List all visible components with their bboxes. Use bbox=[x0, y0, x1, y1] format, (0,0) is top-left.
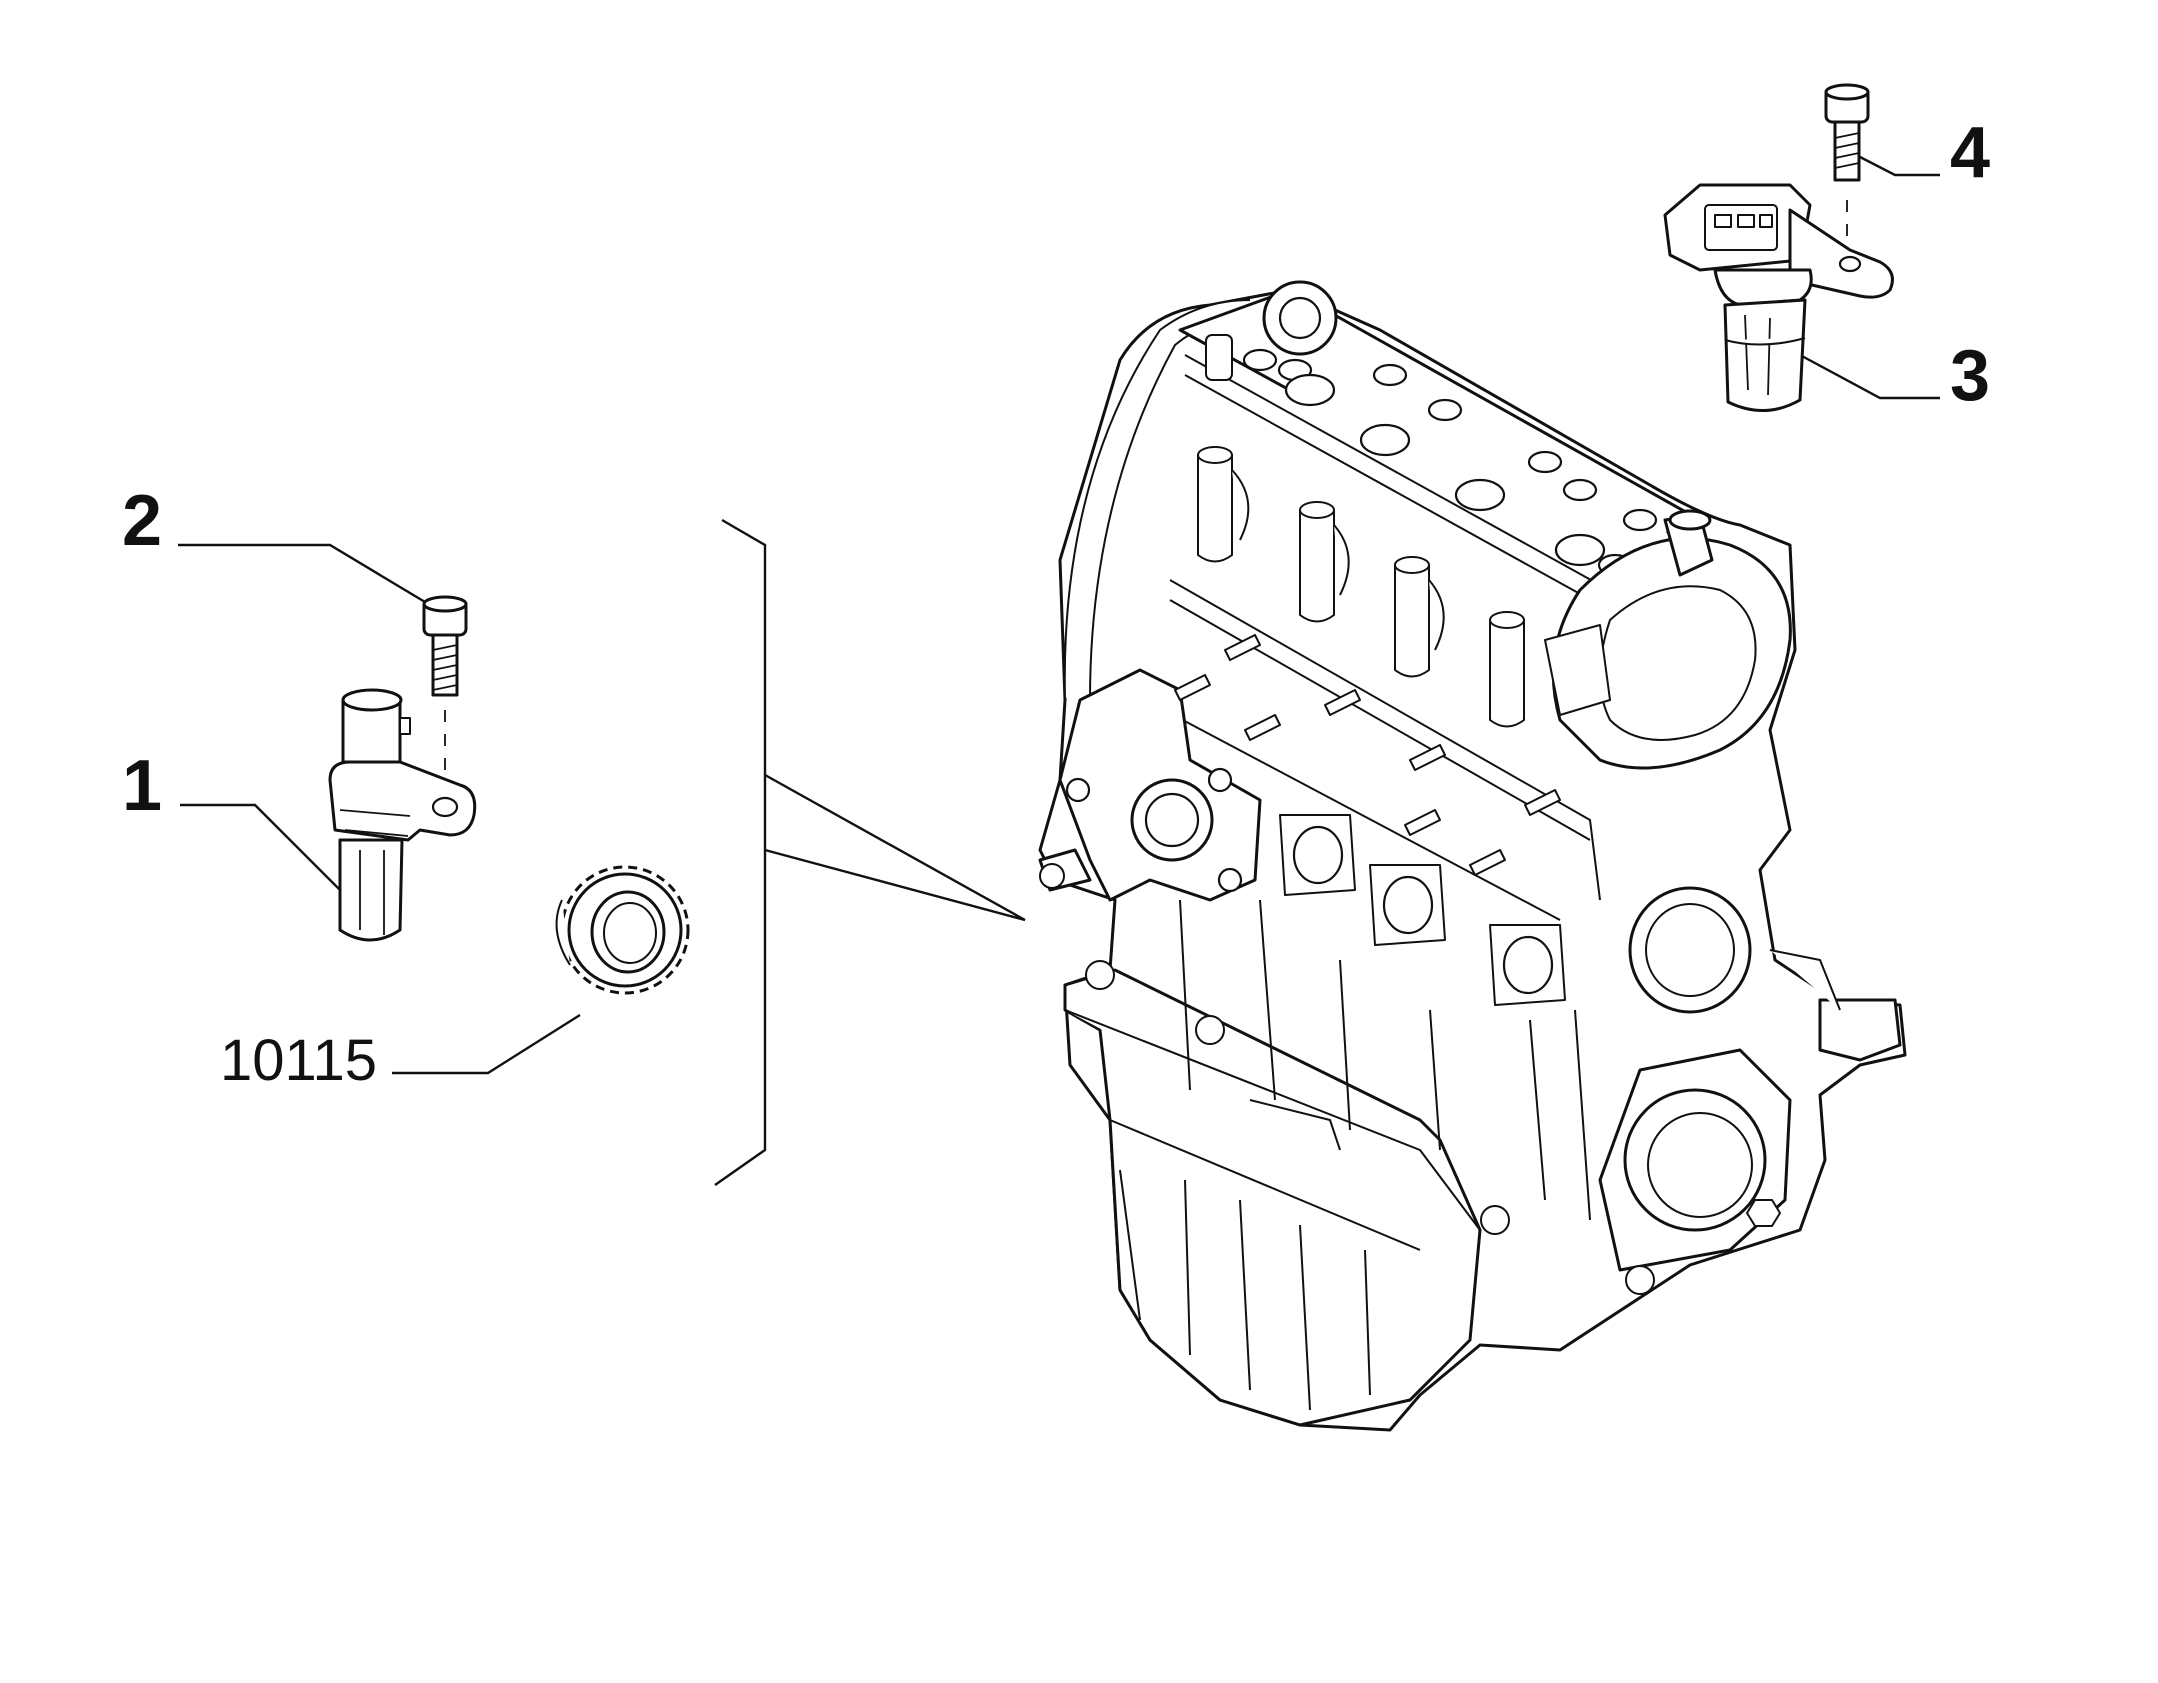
callout-label-10115[interactable]: 10115 bbox=[220, 1028, 377, 1093]
callout-label-1[interactable]: 1 bbox=[122, 746, 162, 826]
oil-pan bbox=[1063, 960, 1510, 1427]
part-10115-sprocket-gear[interactable] bbox=[555, 865, 690, 995]
head-bosses bbox=[1205, 280, 1658, 577]
leader-line-4 bbox=[1859, 155, 1940, 177]
part-3-cam-sensor[interactable] bbox=[1663, 183, 1894, 412]
cam-cover bbox=[1544, 509, 1792, 770]
part-4-screw-right[interactable] bbox=[1824, 83, 1870, 265]
injector-towers bbox=[1197, 446, 1525, 728]
leader-line-10115 bbox=[392, 1013, 581, 1075]
group-bracket bbox=[714, 518, 1026, 1186]
part-2-screw-left[interactable] bbox=[422, 595, 468, 775]
block-ribs bbox=[1179, 899, 1591, 1221]
callout-label-3[interactable]: 3 bbox=[1950, 336, 1990, 416]
part-1-crank-sensor[interactable] bbox=[328, 688, 477, 942]
callout-label-4[interactable]: 4 bbox=[1950, 113, 1990, 193]
intake-ports bbox=[1279, 814, 1566, 1006]
block-front bbox=[1598, 886, 1902, 1295]
engine-assembly bbox=[1038, 280, 1907, 1432]
callout-label-2[interactable]: 2 bbox=[122, 481, 162, 561]
left-housing bbox=[1038, 668, 1262, 902]
leader-line-3 bbox=[1799, 353, 1940, 400]
leader-line-1 bbox=[180, 803, 341, 891]
studs bbox=[1174, 634, 1561, 876]
leader-line-2 bbox=[178, 543, 431, 607]
leader-lines bbox=[178, 155, 1940, 1075]
